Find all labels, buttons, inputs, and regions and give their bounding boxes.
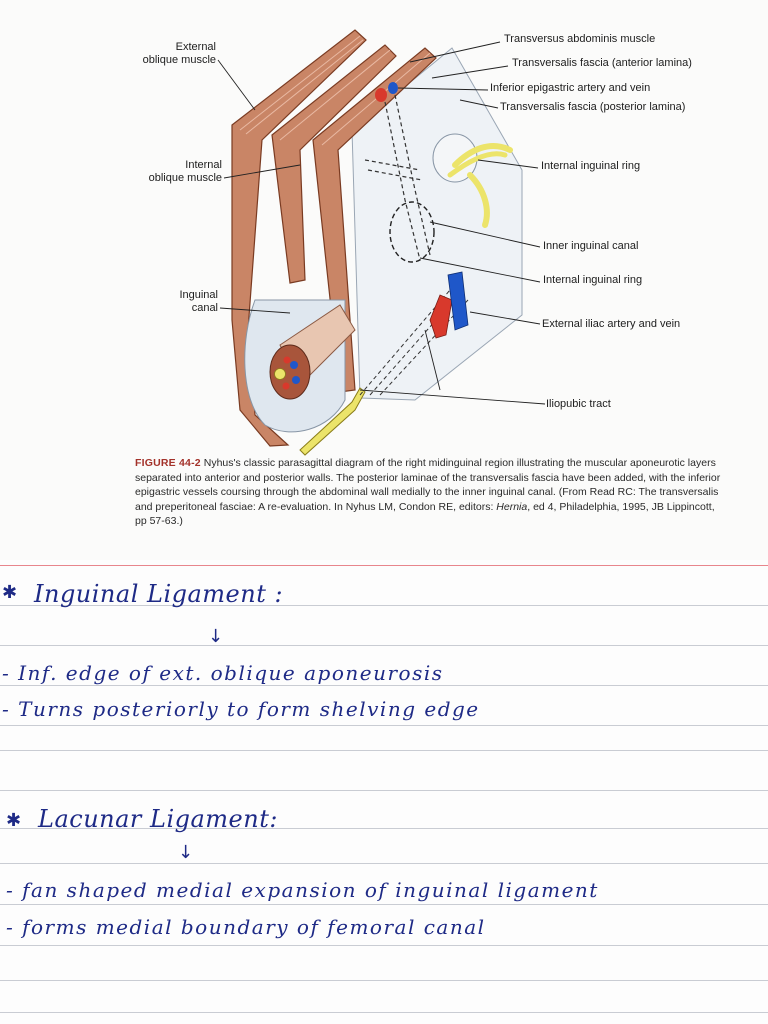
- label-external-oblique: External oblique muscle: [142, 41, 216, 66]
- star-bullet-1: ✱: [2, 582, 18, 603]
- label-internal-ring-1: Internal inguinal ring: [541, 160, 641, 172]
- note-item-2: - Turns posteriorly to form shelving edg…: [2, 697, 480, 721]
- notebook-top-line: [0, 565, 768, 566]
- internal-oblique-layer: [271, 44, 397, 284]
- ruled-line: [0, 980, 768, 981]
- label-iliac: External iliac artery and vein: [542, 318, 681, 330]
- iliac-artery: [429, 294, 453, 339]
- ruled-line: [0, 685, 768, 686]
- textbook-page: External oblique muscle Internal oblique…: [135, 29, 721, 527]
- external-oblique-layer: [231, 29, 367, 447]
- note-item-3: - fan shaped medial expansion of inguina…: [6, 878, 599, 902]
- label-internal-oblique: Internal oblique muscle: [148, 159, 222, 184]
- star-bullet-2: ✱: [6, 810, 22, 831]
- note-item-1: - Inf. edge of ext. oblique aponeurosis: [2, 661, 444, 685]
- ruled-line: [0, 750, 768, 751]
- ruled-line: [0, 904, 768, 905]
- label-transversus: Transversus abdominis muscle: [504, 33, 656, 45]
- ruled-line: [0, 605, 768, 606]
- notebook-page: ✱ Inguinal Ligament : ↓ - Inf. edge of e…: [0, 560, 768, 1024]
- ruled-line: [0, 725, 768, 726]
- anatomy-figure: [217, 29, 546, 456]
- epigastric-artery: [375, 88, 387, 102]
- figure-caption: FIGURE 44-2 Nyhus's classic parasagittal…: [135, 457, 721, 527]
- ruled-line: [0, 1012, 768, 1013]
- label-iliopubic: Iliopubic tract: [546, 398, 611, 410]
- label-fascia-anterior: Transversalis fascia (anterior lamina): [512, 57, 692, 69]
- cord-cross-section: [269, 344, 311, 400]
- iliac-vein: [447, 271, 469, 331]
- vas-cord-1: [452, 143, 513, 168]
- vas-cord-2: [467, 172, 490, 228]
- label-fascia-posterior: Transversalis fascia (posterior lamina): [500, 101, 686, 113]
- figure-number: FIGURE 44-2: [135, 457, 201, 469]
- label-internal-ring-2: Internal inguinal ring: [543, 274, 643, 286]
- inner-canal-ring: [389, 201, 435, 263]
- label-inner-canal: Inner inguinal canal: [543, 240, 639, 252]
- epigastric-vein: [388, 82, 398, 94]
- label-epigastric: Inferior epigastric artery and vein: [490, 82, 651, 94]
- iliopubic-band: [299, 387, 366, 456]
- ruled-line: [0, 828, 768, 829]
- down-arrow-1: ↓: [208, 626, 224, 647]
- ruled-line: [0, 645, 768, 646]
- heading-inguinal-ligament: Inguinal Ligament :: [34, 580, 284, 608]
- down-arrow-2: ↓: [178, 842, 194, 863]
- note-item-4: - forms medial boundary of femoral canal: [6, 915, 486, 939]
- ruled-line: [0, 790, 768, 791]
- heading-lacunar-ligament: Lacunar Ligament:: [38, 805, 278, 833]
- ruled-line: [0, 863, 768, 864]
- ruled-line: [0, 945, 768, 946]
- label-inguinal-canal: Inguinal canal: [179, 289, 218, 314]
